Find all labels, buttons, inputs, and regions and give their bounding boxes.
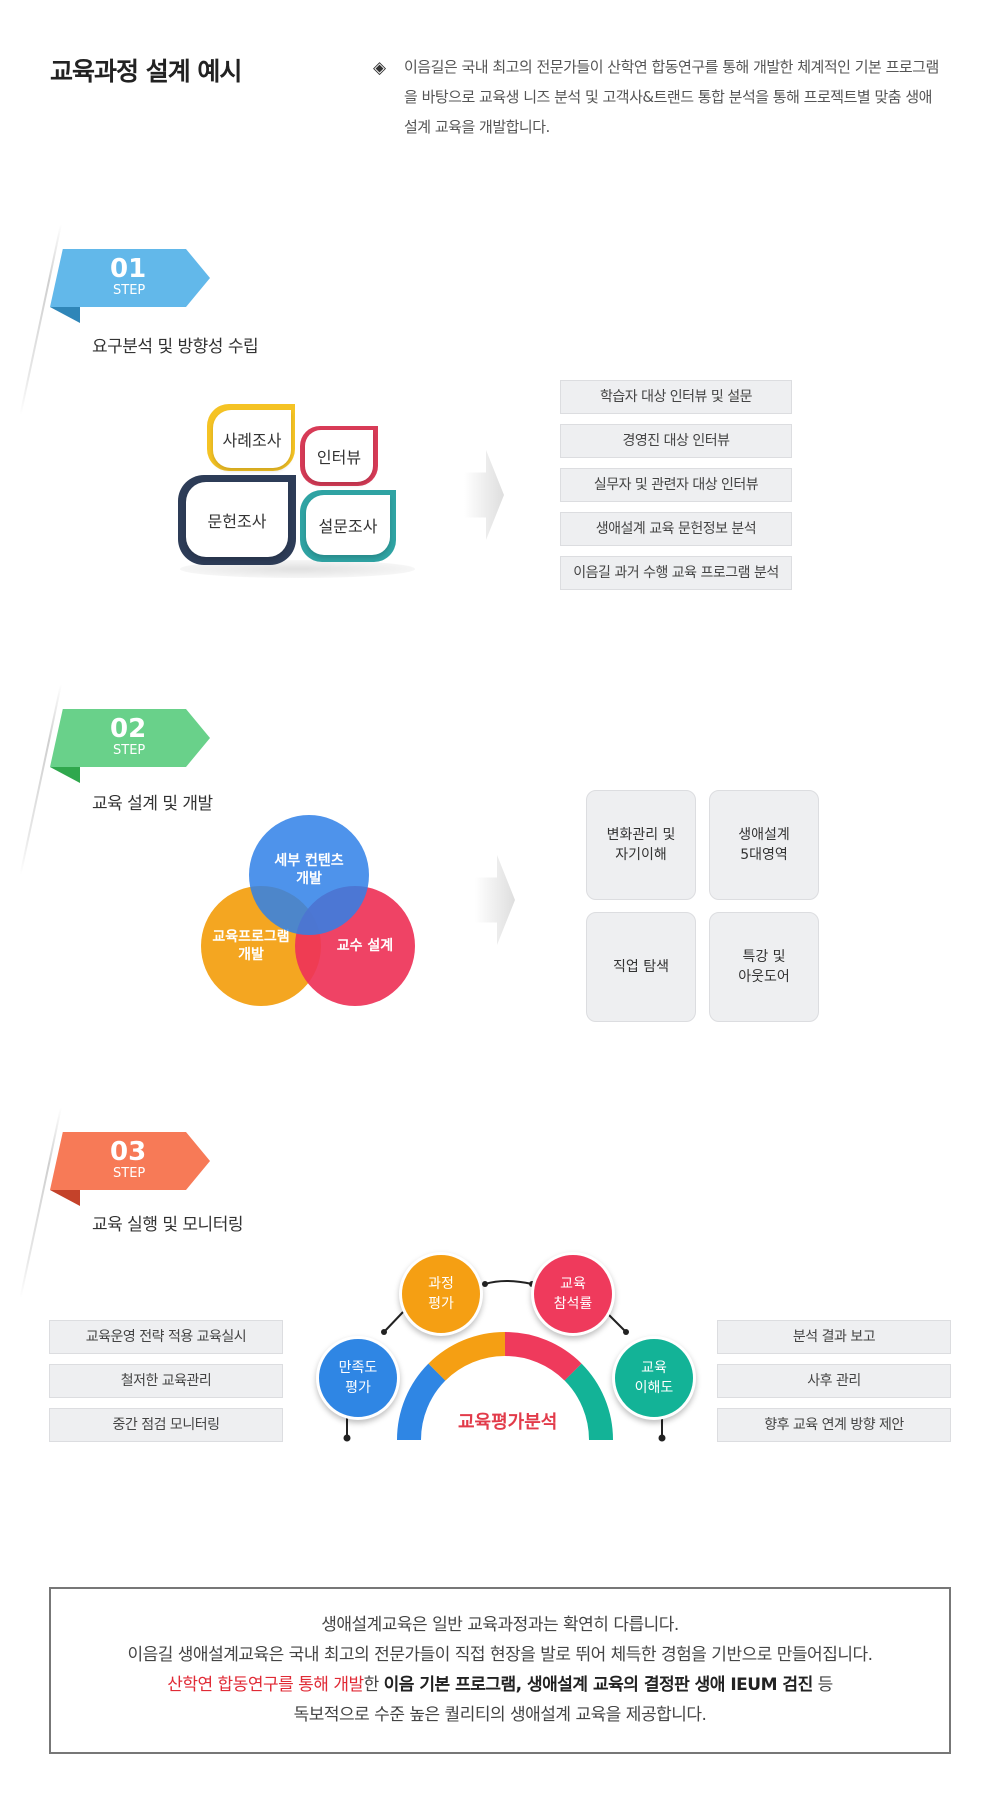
step2-tile: 생애설계 5대영역 [709,790,819,900]
step-heading: 교육 실행 및 모니터링 [92,1215,243,1235]
venn-content-development: 세부 컨텐츠 개발 [249,815,369,935]
summary-line-2: 이음길 생애설계교육은 국내 최고의 전문가들이 직접 현장을 발로 뛰어 체득… [127,1645,873,1665]
step-number: 03 [110,1137,147,1167]
step1-item: 생애설계 교육 문헌정보 분석 [560,512,792,546]
evaluation-arc [343,1280,666,1442]
step-02-badge: 02 STEP 교육 설계 및 개발 [19,684,250,889]
bubble-process: 과정 평가 [399,1252,483,1336]
bubble-satisfaction: 만족도 평가 [316,1336,400,1420]
step2-tile: 변화관리 및 자기이해 [586,790,696,900]
page-title: 교육과정 설계 예시 [50,57,242,86]
step1-item: 학습자 대상 인터뷰 및 설문 [560,380,792,414]
evaluation-title: 교육평가분석 [458,1412,558,1433]
summary-highlight-bold: 이음 기본 프로그램, 생애설계 교육의 결정판 생애 IEUM 검진 [383,1675,814,1695]
step-number: 01 [110,254,147,284]
summary-text: 한 [363,1675,384,1695]
step3-right-item: 사후 관리 [717,1364,951,1398]
step1-item: 이음길 과거 수행 교육 프로그램 분석 [560,556,792,590]
bubble-participation: 교육 참석률 [531,1252,615,1336]
summary-text: 등 [812,1675,834,1695]
piece-interview: 인터뷰 [305,430,373,482]
step3-right-item: 분석 결과 보고 [717,1320,951,1354]
piece-literature: 문헌조사 [186,482,288,557]
intro-text: 이음길은 국내 최고의 전문가들이 산학연 합동연구를 통해 개발한 체계적인 … [404,58,939,136]
step1-item: 실무자 및 관련자 대상 인터뷰 [560,468,792,502]
step2-tile: 직업 탐색 [586,912,696,1022]
piece-survey: 설문조사 [306,495,390,555]
summary-box: 생애설계교육은 일반 교육과정과는 확연히 다릅니다. 이음길 생애설계교육은 … [49,1587,951,1754]
step-03-badge: 03 STEP 교육 실행 및 모니터링 [19,1107,250,1312]
step1-item: 경영진 대상 인터뷰 [560,424,792,458]
step-label: STEP [113,283,146,298]
piece-case-study: 사례조사 [213,410,291,468]
summary-line-3: 산학연 합동연구를 통해 개발한 이음 기본 프로그램, 생애설계 교육의 결정… [51,1670,949,1700]
step-number: 02 [110,714,147,744]
bubble-understanding: 교육 이해도 [612,1336,696,1420]
step-heading: 교육 설계 및 개발 [92,794,213,814]
step3-right-item: 향후 교육 연계 방향 제안 [717,1408,951,1442]
summary-line-1: 생애설계교육은 일반 교육과정과는 확연히 다릅니다. [321,1615,679,1635]
step3-left-item: 교육운영 전략 적용 교육실시 [49,1320,283,1354]
arrow-right-icon [464,450,504,540]
step-label: STEP [113,743,146,758]
arrow-right-icon [475,855,515,945]
step-label: STEP [113,1166,146,1181]
step2-tile: 특강 및 아웃도어 [709,912,819,1022]
diamond-bullet-icon: ◈ [373,58,387,78]
step3-left-item: 중간 점검 모니터링 [49,1408,283,1442]
step-01-badge: 01 STEP 요구분석 및 방향성 수립 [19,224,259,429]
summary-line-4: 독보적으로 수준 높은 퀄리티의 생애설계 교육을 제공합니다. [293,1705,707,1725]
step-heading: 요구분석 및 방향성 수립 [92,337,259,357]
step3-left-item: 철저한 교육관리 [49,1364,283,1398]
summary-highlight-red: 산학연 합동연구를 통해 개발 [167,1675,364,1695]
